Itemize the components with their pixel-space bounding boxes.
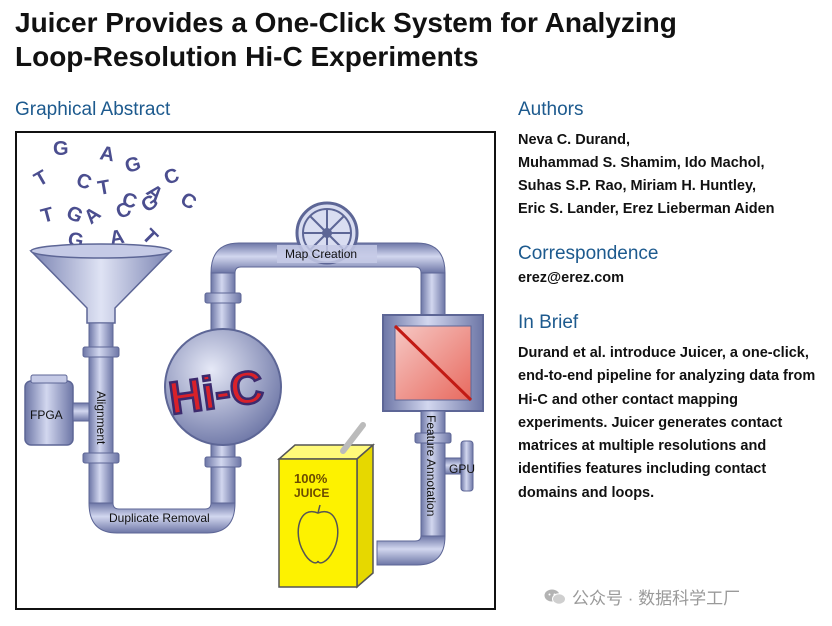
juice-percent-label: 100% <box>294 471 328 486</box>
title-line-2: Loop-Resolution Hi-C Experiments <box>15 41 479 72</box>
matrix-diagonal <box>393 324 473 402</box>
title-line-1: Juicer Provides a One-Click System for A… <box>15 7 677 38</box>
map-creation-label-bg <box>277 245 377 263</box>
fpga-cap <box>30 374 68 384</box>
in-brief-text: Durand et al. introduce Juicer, a one-cl… <box>518 345 816 501</box>
watermark: 公众号 · 数据科学工厂 <box>544 584 740 609</box>
fpga-label: FPGA <box>30 408 63 422</box>
dna-letter: T <box>96 176 112 200</box>
pipe-flange <box>82 346 120 358</box>
alignment-label: Alignment <box>94 391 108 445</box>
author-line: Eric S. Lander, Erez Lieberman Aiden <box>518 201 775 217</box>
author-line: Neva C. Durand, <box>518 132 630 148</box>
dna-letter: T <box>39 203 56 227</box>
pipe-flange <box>204 292 242 304</box>
dna-letter: A <box>98 142 116 166</box>
pipe-flange <box>82 452 120 464</box>
hic-logo: Hi-C <box>166 360 267 425</box>
hic-sphere <box>164 328 282 446</box>
matrix-pipe <box>420 272 446 316</box>
juice-box <box>277 422 375 589</box>
duplicate-removal-label: Duplicate Removal <box>109 511 210 525</box>
correspondence-heading: Correspondence <box>518 243 659 264</box>
dna-letter: C <box>113 198 134 224</box>
pipe-flange <box>204 456 242 468</box>
dna-letter: T <box>31 166 53 191</box>
correspondence-email[interactable]: erez@erez.com <box>518 270 625 286</box>
dna-letter: G <box>123 153 144 178</box>
author-line: Muhammad S. Shamim, Ido Machol, <box>518 155 765 171</box>
gpu-label: GPU <box>449 462 475 476</box>
juice-word-label: JUICE <box>294 486 329 500</box>
dna-letter: G <box>53 138 69 160</box>
fpga-connector <box>72 402 90 422</box>
pipe-flange <box>414 432 452 444</box>
author-list: Neva C. Durand, Muhammad S. Shamim, Ido … <box>518 129 818 221</box>
dna-letter: C <box>120 189 140 214</box>
map-creation-label: Map Creation <box>285 247 357 261</box>
author-line: Suhas S.P. Rao, Miriam H. Huntley, <box>518 178 756 194</box>
funnel <box>29 250 173 324</box>
dna-letter: C <box>177 188 201 214</box>
apple-icon <box>297 510 339 564</box>
dna-letter: C <box>73 169 94 195</box>
authors-heading: Authors <box>518 99 584 120</box>
paper-title: Juicer Provides a One-Click System for A… <box>15 6 815 74</box>
juice-outlet-pipe <box>376 535 446 566</box>
graphical-abstract-heading: Graphical Abstract <box>15 99 171 120</box>
in-brief-heading: In Brief <box>518 312 579 333</box>
watermark-text: 公众号 · 数据科学工厂 <box>572 589 741 608</box>
wechat-icon <box>544 589 566 605</box>
feature-annotation-label: Feature Annotation <box>424 415 438 516</box>
funnel-rim <box>30 243 172 259</box>
dna-letter: C <box>161 164 182 190</box>
gpu-unit <box>460 440 474 492</box>
